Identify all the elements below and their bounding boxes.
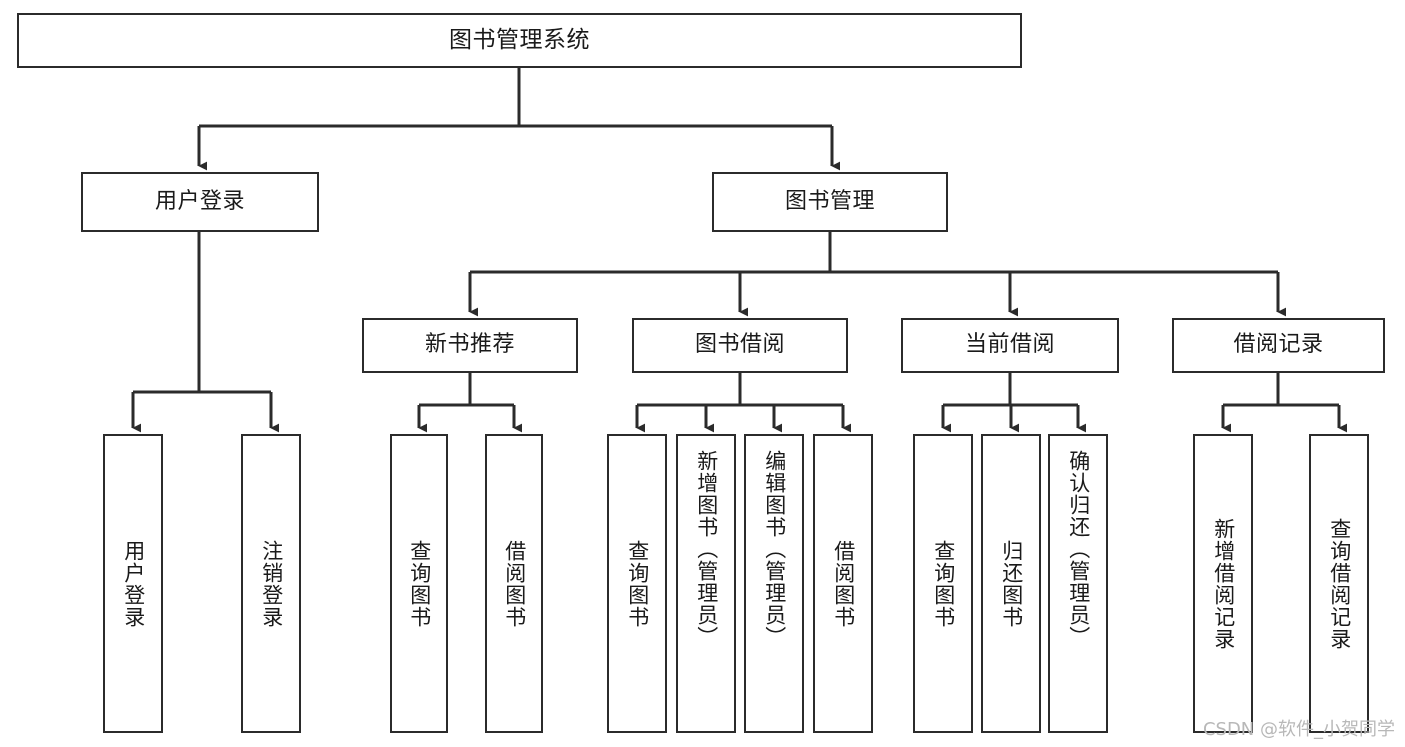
connectors-bookmanage-to-level3 (468, 232, 1287, 317)
node-leaf-confirm-return-admin[interactable]: 确认归还（管理员） (1048, 434, 1108, 733)
node-leaf-query-book-borrow[interactable]: 查询图书 (607, 434, 667, 733)
node-leaf-query-book-current[interactable]: 查询图书 (913, 434, 973, 733)
node-label: 借阅图书 (502, 539, 527, 628)
node-label: 新增图书（管理员） (694, 450, 719, 648)
node-root-system[interactable]: 图书管理系统 (17, 13, 1022, 68)
node-leaf-edit-book-admin[interactable]: 编辑图书（管理员） (744, 434, 804, 733)
node-user-login[interactable]: 用户登录 (81, 172, 319, 232)
connectors-borrowrecord-to-leaves (1221, 373, 1348, 433)
connectors-root-to-level2 (197, 68, 841, 171)
node-leaf-add-book-admin[interactable]: 新增图书（管理员） (676, 434, 736, 733)
node-label: 用户登录 (121, 539, 146, 628)
node-leaf-query-borrow-record[interactable]: 查询借阅记录 (1309, 434, 1369, 733)
connectors-newbook-to-leaves (417, 373, 523, 433)
node-borrow-record[interactable]: 借阅记录 (1172, 318, 1385, 373)
node-label: 借阅记录 (1233, 332, 1324, 358)
node-leaf-query-book-recommend[interactable]: 查询图书 (390, 434, 448, 733)
node-label: 用户登录 (154, 188, 245, 214)
node-label: 查询借阅记录 (1327, 517, 1352, 650)
connectors-userlogin-to-leaves (131, 232, 280, 433)
node-label: 图书管理 (784, 188, 875, 214)
node-label: 编辑图书（管理员） (762, 450, 787, 648)
node-label: 当前借阅 (964, 332, 1055, 358)
node-leaf-borrow-book-recommend[interactable]: 借阅图书 (485, 434, 543, 733)
connectors-bookborrow-to-leaves (635, 373, 852, 433)
node-leaf-add-borrow-record[interactable]: 新增借阅记录 (1193, 434, 1253, 733)
node-book-borrow[interactable]: 图书借阅 (632, 318, 848, 373)
node-leaf-logout-login[interactable]: 注销登录 (241, 434, 301, 733)
node-leaf-borrow-book[interactable]: 借阅图书 (813, 434, 873, 733)
node-label: 查询图书 (931, 539, 956, 628)
node-label: 确认归还（管理员） (1066, 450, 1091, 648)
node-label: 图书管理系统 (449, 26, 590, 53)
connectors-currentborrow-to-leaves (941, 373, 1087, 433)
node-label: 图书借阅 (694, 332, 785, 358)
node-leaf-return-book[interactable]: 归还图书 (981, 434, 1041, 733)
node-label: 查询图书 (407, 539, 432, 628)
node-label: 查询图书 (625, 539, 650, 628)
node-label: 新书推荐 (424, 332, 515, 358)
node-book-manage[interactable]: 图书管理 (712, 172, 948, 232)
node-label: 归还图书 (999, 539, 1024, 628)
node-new-book-recommend[interactable]: 新书推荐 (362, 318, 578, 373)
node-leaf-user-login[interactable]: 用户登录 (103, 434, 163, 733)
node-current-borrow[interactable]: 当前借阅 (901, 318, 1119, 373)
node-label: 注销登录 (259, 539, 284, 628)
node-label: 新增借阅记录 (1211, 517, 1236, 650)
node-label: 借阅图书 (831, 539, 856, 628)
